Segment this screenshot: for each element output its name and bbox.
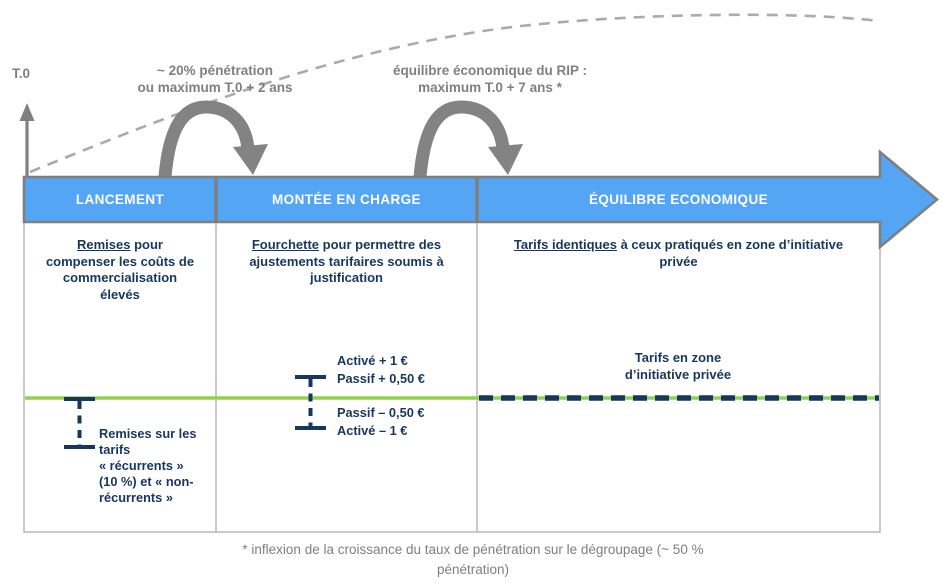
annotation-penetration-threshold: ~ 20% pénétration ou maximum T.0 + 2 ans xyxy=(137,63,293,95)
transition-arrow-1-head-icon xyxy=(233,144,268,175)
axis-origin-label: T.0 xyxy=(12,66,31,81)
column-title-lancement: Remises pour compenser les coûts de comm… xyxy=(45,237,195,302)
underlined-term: Fourchette xyxy=(251,237,320,252)
lower-price-adjustments: Passif – 0,50 € Activé – 1 € xyxy=(337,405,425,438)
phase-label-equilibre-economique: ÉQUILIBRE ECONOMIQUE xyxy=(588,192,768,207)
recurring-discount-note: Remises sur les tarifs « récurrents » (1… xyxy=(99,426,197,505)
transition-arrow-1 xyxy=(158,100,255,178)
upper-price-adjustments: Activé + 1 € Passif + 0,50 € xyxy=(337,353,425,386)
private-zone-tariff-label: Tarifs en zone d’initiative privée xyxy=(624,350,732,382)
column-title-montee: Fourchette pour permettre des ajustement… xyxy=(249,237,444,285)
column-title-equilibre: Tarifs identiques à ceux pratiqués en zo… xyxy=(513,237,844,269)
discount-range-bracket xyxy=(64,397,95,449)
price-range-bracket xyxy=(295,375,326,430)
time-axis-arrowhead-icon xyxy=(19,103,35,121)
transition-arrow-2-head-icon xyxy=(488,144,523,175)
columns-box xyxy=(23,221,881,533)
footnote: * inflexion de la croissance du taux de … xyxy=(242,542,704,577)
underlined-term: Remises xyxy=(77,237,131,252)
penetration-curve xyxy=(29,13,879,174)
annotation-economic-equilibrium: équilibre économique du RIP : maximum T.… xyxy=(392,63,588,95)
phase-label-lancement: LANCEMENT xyxy=(75,192,165,207)
underlined-term: Tarifs identiques xyxy=(513,237,617,252)
phase-label-montee-en-charge: MONTÉE EN CHARGE xyxy=(272,192,421,207)
transition-arrow-2 xyxy=(413,100,510,178)
phase-arrow-band xyxy=(22,149,940,250)
